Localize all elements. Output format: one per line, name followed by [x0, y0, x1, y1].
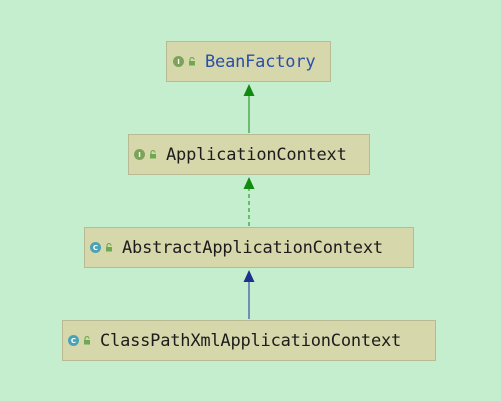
edge-applicationcontext-to-beanfactory	[243, 84, 255, 133]
edge-classpathxml-to-abstractapplicationcontext	[243, 270, 255, 319]
lock-icon	[189, 57, 195, 66]
node-class-path-xml-application-context[interactable]: C ClassPathXmlApplicationContext	[62, 320, 436, 361]
node-application-context[interactable]: I ApplicationContext	[128, 134, 370, 175]
class-icon: C	[90, 242, 101, 253]
node-label-class-path-xml-application-context: ClassPathXmlApplicationContext	[100, 330, 402, 351]
lock-icon	[84, 336, 90, 345]
lock-icon	[106, 243, 112, 252]
interface-icon: I	[173, 56, 184, 67]
class-icon: C	[68, 335, 79, 346]
edge-abstractapplicationcontext-to-applicationcontext	[243, 177, 255, 226]
node-label-application-context: ApplicationContext	[166, 144, 347, 165]
node-label-abstract-application-context: AbstractApplicationContext	[122, 237, 383, 258]
node-abstract-application-context[interactable]: C AbstractApplicationContext	[84, 227, 414, 268]
interface-icon: I	[134, 149, 145, 160]
lock-icon	[150, 150, 156, 159]
node-bean-factory[interactable]: I BeanFactory	[166, 41, 331, 82]
node-label-bean-factory: BeanFactory	[205, 51, 316, 72]
